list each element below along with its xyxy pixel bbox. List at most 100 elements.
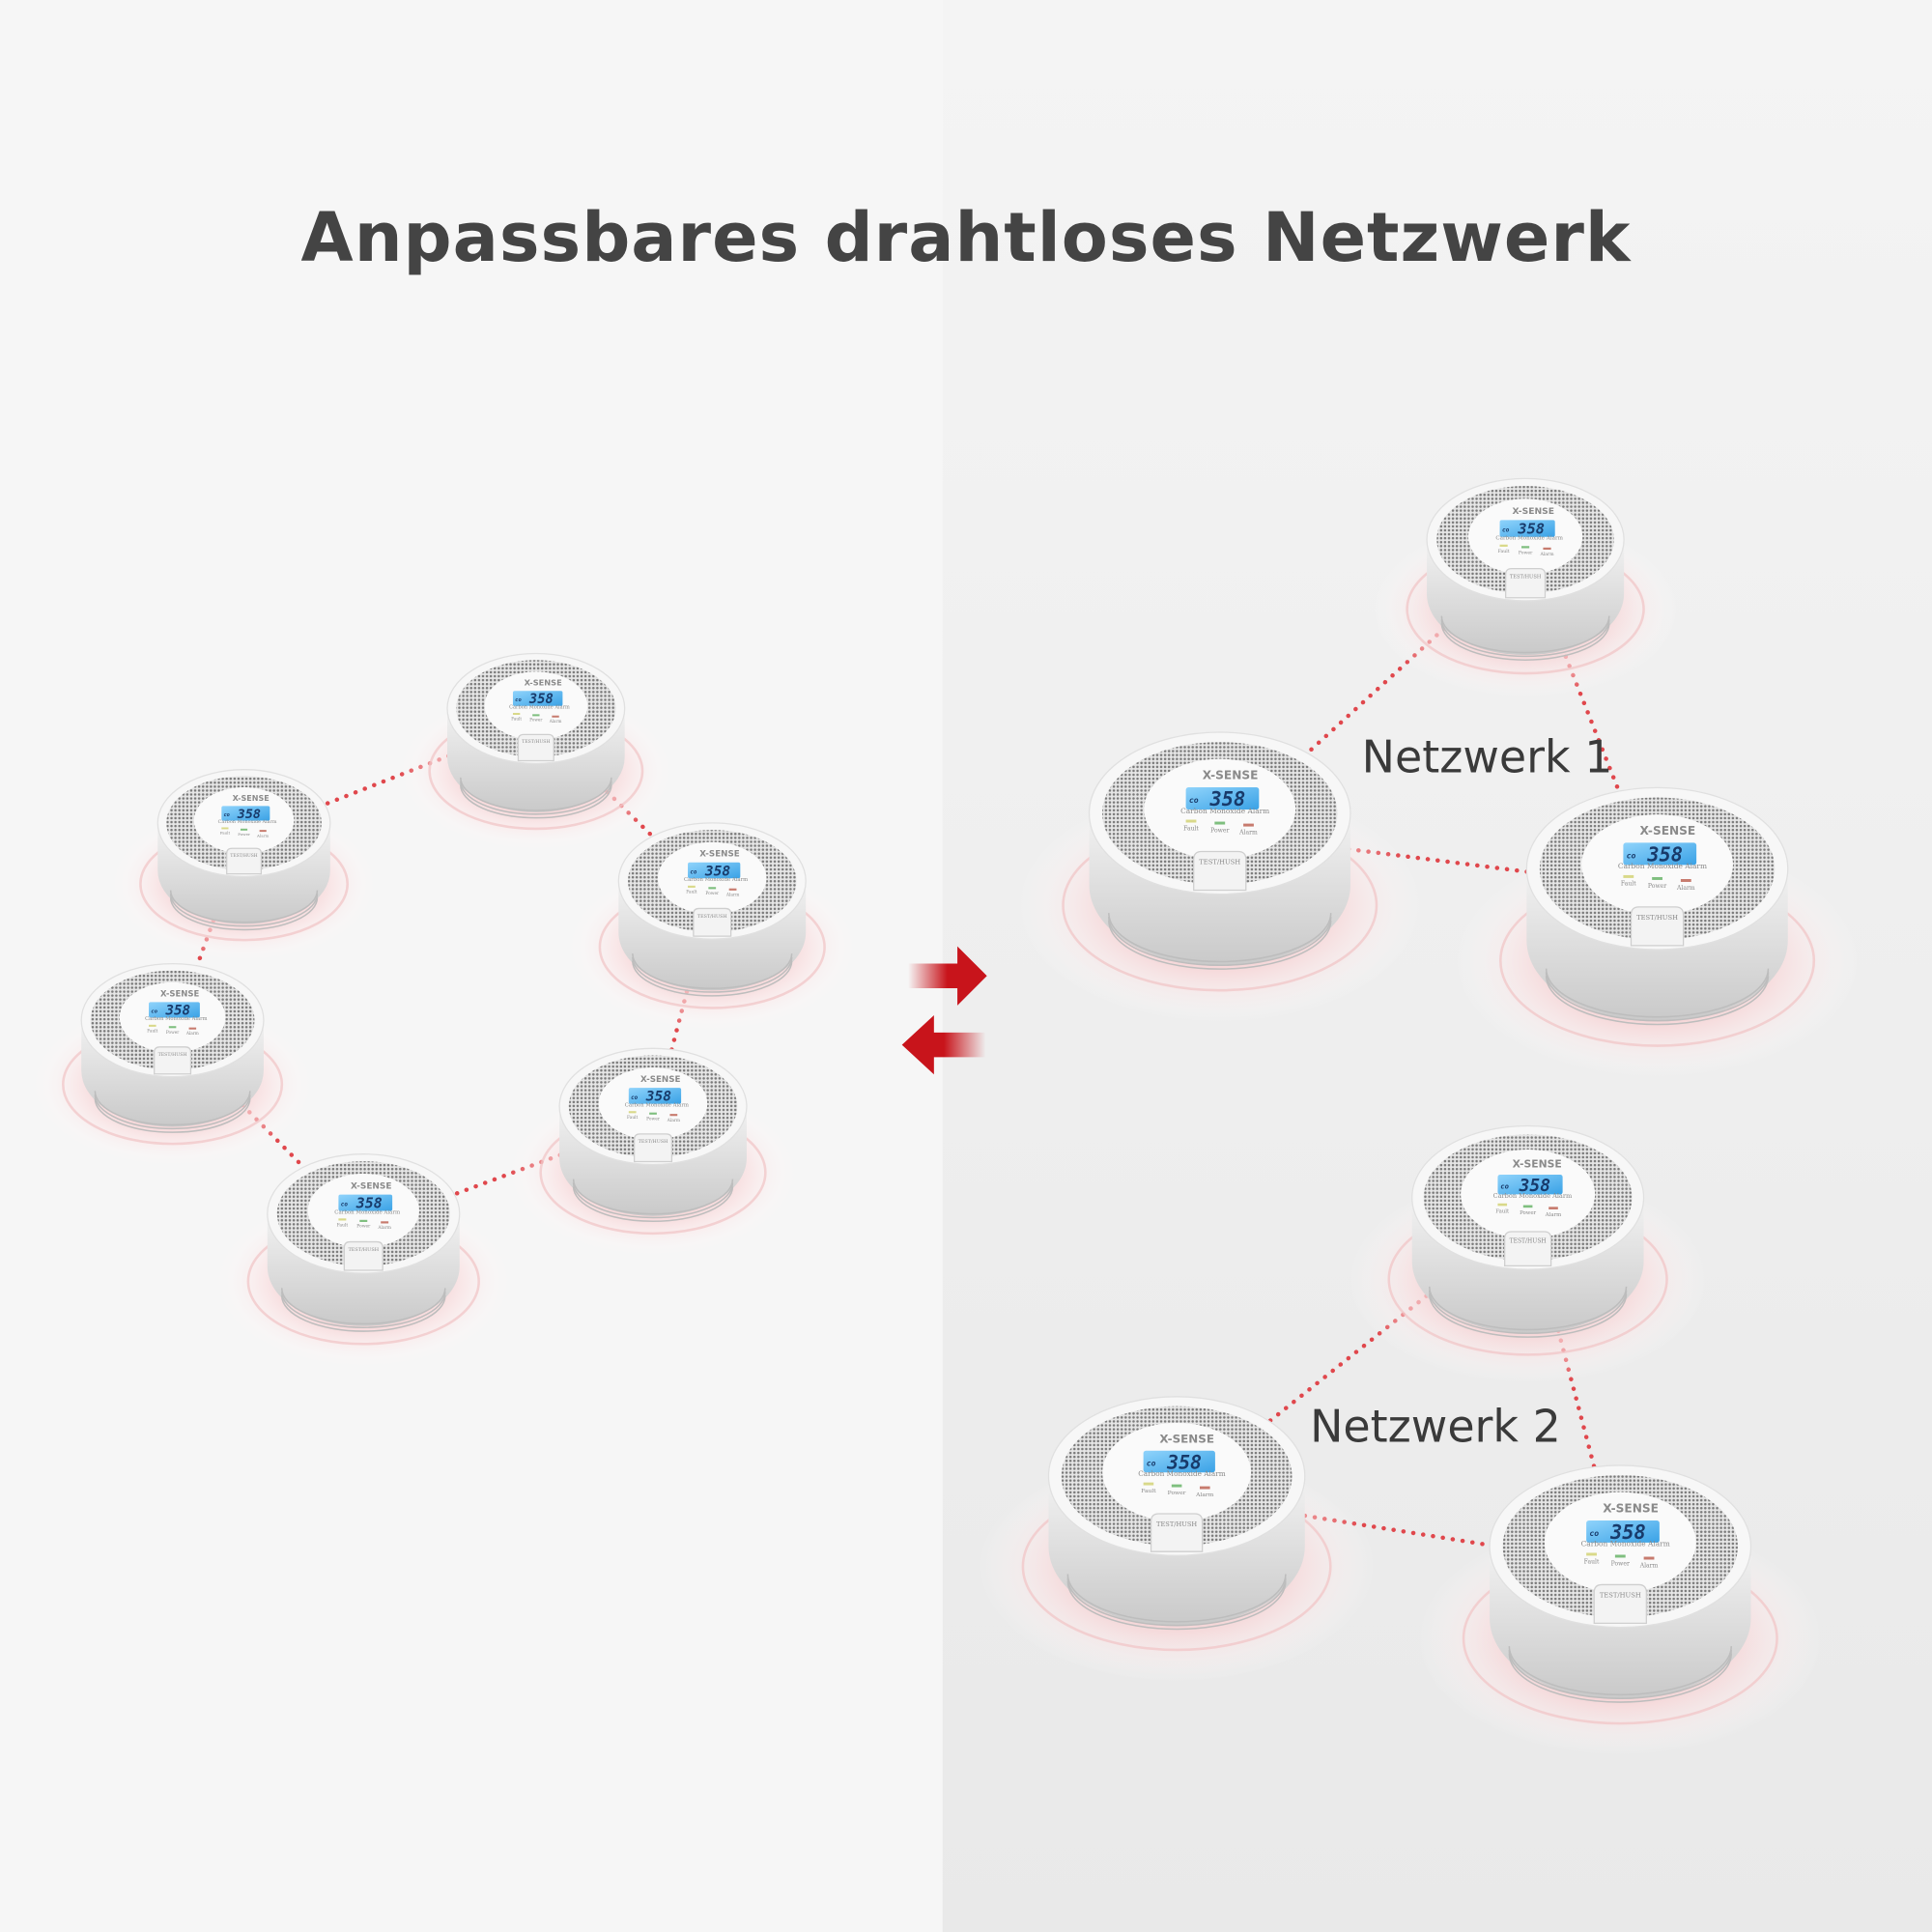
brand-logo: X-SENSE — [1203, 769, 1259, 782]
test-hush-button[interactable] — [633, 1133, 673, 1163]
led-label: Power — [1611, 1560, 1630, 1567]
test-hush-button[interactable] — [693, 907, 732, 937]
led-label: Fault — [337, 1222, 349, 1228]
lcd-unit: co — [1147, 1460, 1156, 1468]
button-label: TEST/HUSH — [348, 1247, 379, 1253]
co-detector — [1348, 1124, 1708, 1384]
led-label: Alarm — [549, 719, 562, 724]
lcd-unit: co — [1189, 795, 1199, 805]
status-led — [1643, 1556, 1655, 1560]
brand-logo: X-SENSE — [525, 678, 563, 688]
lcd-display — [338, 1194, 393, 1211]
led-label: Fault — [1584, 1558, 1600, 1565]
network-1-label: Netzwerk 1 — [1362, 731, 1613, 783]
status-led — [628, 1111, 637, 1114]
co-detector — [31, 962, 314, 1167]
co-detector — [507, 1047, 799, 1257]
status-led — [149, 1024, 156, 1027]
status-led — [1586, 1552, 1597, 1556]
status-led — [1243, 823, 1254, 827]
test-hush-button[interactable] — [226, 847, 263, 875]
test-hush-button[interactable] — [154, 1046, 192, 1075]
status-led — [1522, 1205, 1533, 1208]
led-label: Fault — [627, 1116, 639, 1121]
led-label: Power — [1168, 1490, 1186, 1496]
co-detector — [1017, 731, 1423, 1023]
page-title: Anpassbares drahtloses Netzwerk — [300, 198, 1632, 277]
brand-logo: X-SENSE — [160, 990, 199, 1000]
co-detector — [1372, 477, 1679, 698]
lcd-reading: 358 — [1209, 787, 1246, 810]
status-led — [240, 828, 248, 831]
led-label: Alarm — [256, 833, 269, 838]
button-label: TEST/HUSH — [230, 853, 257, 859]
led-label: Alarm — [1676, 885, 1695, 892]
test-hush-button[interactable] — [1150, 1513, 1204, 1552]
product-name: Carbon Monoxide Alarm — [1495, 536, 1563, 542]
test-hush-button[interactable] — [343, 1240, 384, 1271]
status-led — [1652, 876, 1662, 880]
status-led — [1199, 1486, 1210, 1490]
led-label: Fault — [1141, 1488, 1156, 1494]
brand-logo: X-SENSE — [1603, 1502, 1659, 1516]
status-led — [1548, 1207, 1558, 1209]
status-led — [1623, 874, 1634, 878]
lcd-unit: co — [1500, 1181, 1509, 1190]
lcd-reading: 358 — [1646, 842, 1683, 866]
product-name: Carbon Monoxide Alarm — [1493, 1192, 1573, 1200]
lcd-reading: 358 — [1609, 1520, 1646, 1544]
co-detector — [110, 769, 378, 962]
product-name: Carbon Monoxide Alarm — [218, 819, 277, 825]
product-name: Carbon Monoxide Alarm — [1618, 862, 1707, 870]
led-label: Power — [356, 1224, 371, 1230]
button-label: TEST/HUSH — [1199, 859, 1240, 867]
button-label: TEST/HUSH — [1510, 1238, 1547, 1245]
led-label: Alarm — [1540, 552, 1555, 557]
lcd-reading: 358 — [237, 808, 261, 822]
status-led — [1497, 1203, 1508, 1207]
led-label: Fault — [686, 891, 697, 895]
led-label: Power — [529, 718, 542, 723]
status-led — [1185, 819, 1197, 823]
status-led — [359, 1219, 368, 1222]
lcd-unit: co — [1627, 851, 1636, 861]
lcd-reading: 358 — [704, 864, 730, 879]
co-detector — [1417, 1464, 1823, 1756]
lcd-display — [1185, 787, 1260, 810]
test-hush-button[interactable] — [517, 733, 554, 762]
co-detector — [214, 1153, 513, 1368]
product-name: Carbon Monoxide Alarm — [1180, 807, 1269, 815]
led-label: Fault — [147, 1028, 157, 1033]
status-led — [688, 885, 696, 888]
button-label: TEST/HUSH — [1600, 1591, 1641, 1599]
status-led — [1214, 821, 1226, 825]
status-led — [1680, 878, 1691, 882]
led-label: Alarm — [377, 1225, 391, 1231]
product-name: Carbon Monoxide Alarm — [1581, 1540, 1670, 1548]
led-label: Fault — [220, 831, 231, 836]
test-hush-button[interactable] — [1505, 567, 1547, 599]
lcd-display — [512, 691, 563, 706]
lcd-unit: co — [690, 869, 696, 875]
lcd-reading: 358 — [528, 692, 554, 707]
led-label: Power — [238, 832, 250, 837]
lcd-reading: 358 — [1166, 1451, 1202, 1473]
product-name: Carbon Monoxide Alarm — [1138, 1469, 1225, 1478]
test-hush-button[interactable] — [1593, 1583, 1647, 1625]
brand-logo: X-SENSE — [699, 850, 739, 860]
product-name: Carbon Monoxide Alarm — [334, 1209, 401, 1215]
led-label: Power — [1210, 827, 1229, 834]
lcd-unit: co — [515, 697, 522, 703]
led-label: Fault — [511, 716, 522, 721]
button-label: TEST/HUSH — [697, 914, 727, 920]
brand-logo: X-SENSE — [1159, 1433, 1214, 1446]
test-hush-button[interactable] — [1504, 1231, 1552, 1267]
network-2-label: Netzwerk 2 — [1310, 1400, 1561, 1452]
test-hush-button[interactable] — [1630, 906, 1685, 947]
led-label: Alarm — [1238, 829, 1258, 836]
co-detector — [566, 822, 858, 1032]
test-hush-button[interactable] — [1193, 850, 1247, 892]
button-label: TEST/HUSH — [639, 1139, 668, 1145]
